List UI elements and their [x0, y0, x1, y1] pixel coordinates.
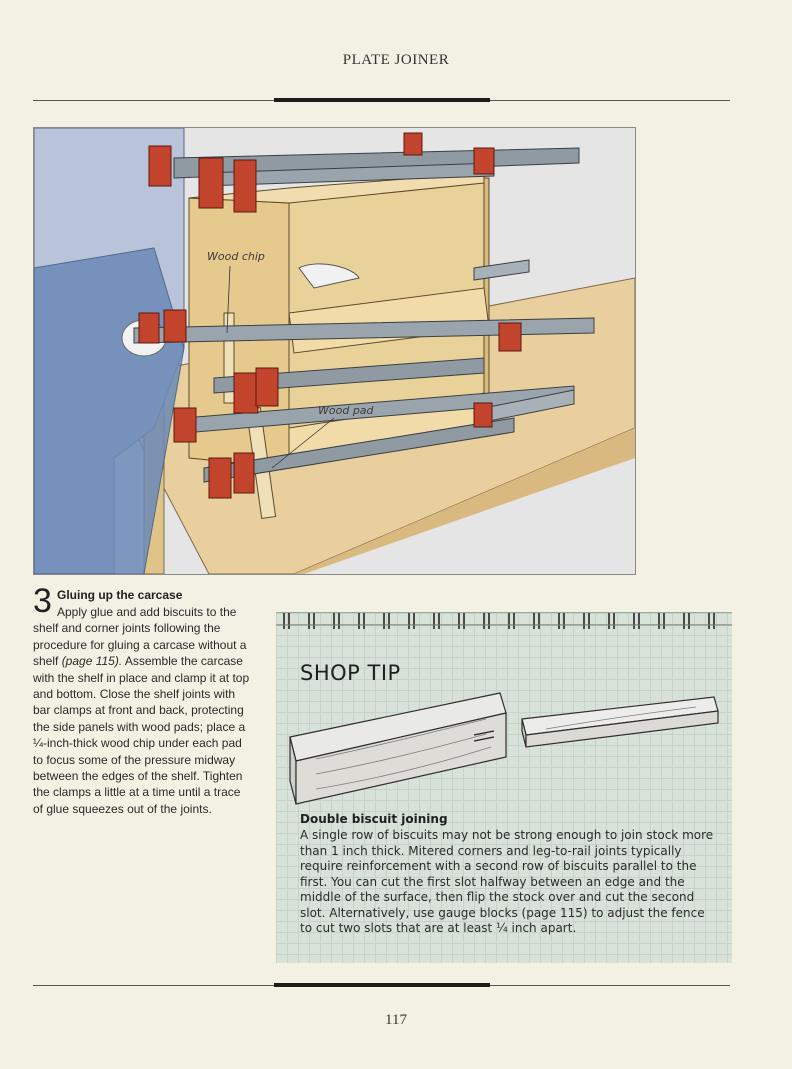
- running-header: PLATE JOINER: [342, 52, 450, 68]
- step-body-part-1: Apply glue and add biscuits to the shelf…: [33, 605, 247, 669]
- shop-tip-heading: SHOP TIP: [300, 661, 401, 685]
- shop-tip-subheading: Double biscuit joining: [300, 812, 448, 826]
- double-biscuit-stock-drawing: [289, 692, 719, 805]
- step-body-part-2: Assemble the carcase with the shelf in p…: [33, 654, 250, 816]
- step-body: Apply glue and add biscuits to the shelf…: [33, 604, 253, 817]
- header-rule-accent: [274, 98, 490, 102]
- carcase-clamping-drawing: [34, 128, 635, 574]
- step-number: 3: [33, 582, 52, 620]
- step-title: Gluing up the carcase: [57, 588, 183, 602]
- shop-tip-body: A single row of biscuits may not be stro…: [300, 828, 714, 935]
- callout-wood-pad: Wood pad: [318, 404, 374, 417]
- footer-rule-accent: [274, 983, 490, 987]
- illustration-gluing-carcase: Wood chip Wood pad: [33, 127, 636, 575]
- step-page-reference: (page 115).: [61, 654, 123, 669]
- callout-wood-chip: Wood chip: [207, 250, 265, 263]
- notebook-spiral-binding: [276, 613, 732, 629]
- page-number: 117: [385, 1012, 407, 1028]
- shop-tip-box: SHOP TIP Double biscuit joining A single…: [276, 612, 732, 963]
